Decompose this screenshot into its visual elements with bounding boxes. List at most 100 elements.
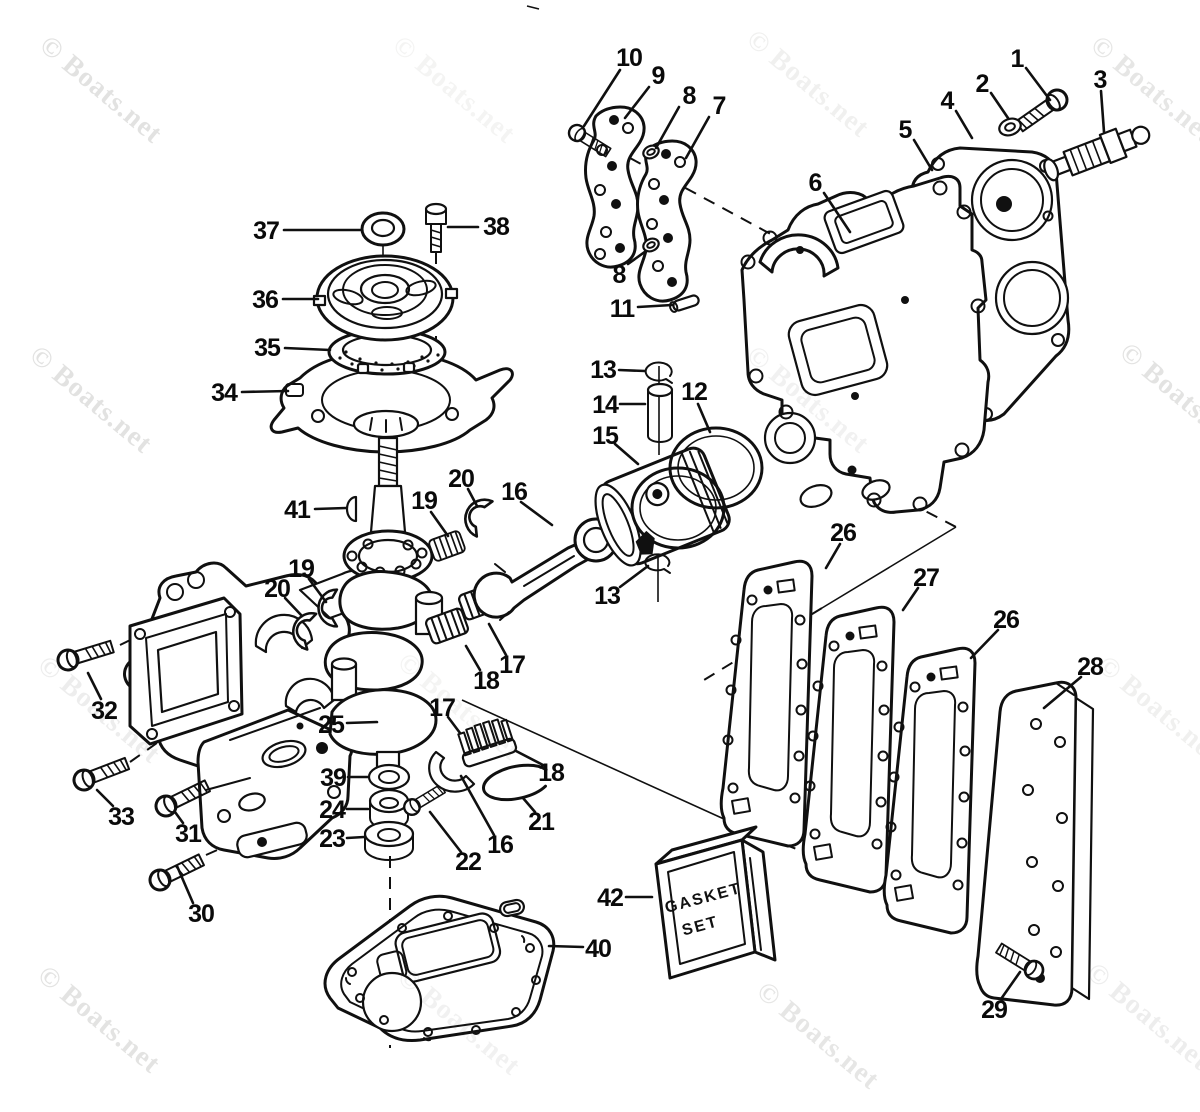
woodruff-key	[345, 495, 358, 523]
leader-line-4-3	[954, 109, 974, 140]
leader-line-18-29	[464, 644, 482, 672]
part-label-20-24: 20	[448, 465, 474, 493]
leader-line-16-38	[459, 774, 496, 837]
watermark-text-6: © Boats.net	[1114, 337, 1200, 457]
part-label-20-27: 20	[264, 575, 290, 603]
part-label-14-13: 14	[592, 391, 619, 419]
part-label-29-49: 29	[981, 996, 1007, 1024]
leader-line-40-43	[547, 944, 585, 949]
part-label-31-41: 31	[175, 820, 202, 848]
spark-plug	[1043, 125, 1151, 182]
dowel-pin	[668, 294, 700, 313]
part-label-21-39: 21	[528, 808, 555, 836]
leader-line-5-4	[912, 138, 934, 172]
part-label-36-19: 36	[252, 286, 278, 314]
leader-line-6-5	[822, 191, 852, 234]
stator-plate	[269, 350, 514, 454]
leader-line-1-0	[1024, 66, 1052, 102]
crankcase-lower-half	[196, 707, 354, 860]
needle-cage-lower	[457, 718, 518, 768]
part-label-5-4: 5	[899, 116, 913, 144]
exhaust-plate	[801, 605, 896, 894]
leader-line-21-39	[521, 796, 537, 814]
leader-line-13-12	[617, 368, 647, 373]
leader-line-29-49	[999, 970, 1022, 1001]
part-label-37-17: 37	[253, 217, 279, 245]
part-label-42-44: 42	[597, 884, 623, 912]
flywheel	[312, 254, 459, 342]
part-label-12-15: 12	[681, 378, 707, 406]
leader-line-20-27	[283, 596, 304, 618]
pin-clip-bottom	[644, 553, 671, 574]
leader-line-10-6	[582, 68, 622, 128]
part-label-35-20: 35	[254, 334, 281, 362]
leader-line-35-20	[283, 346, 332, 352]
watermark-text-9: © Boats.net	[1092, 650, 1200, 770]
part-label-41-22: 41	[284, 496, 311, 524]
leader-line-20-24	[466, 487, 479, 508]
part-label-27-46: 27	[913, 564, 939, 592]
pin-clip-top	[644, 361, 673, 384]
part-label-26-45: 26	[830, 519, 856, 547]
ring-gear	[327, 328, 447, 376]
crankshaft	[323, 436, 444, 779]
piston-rings	[630, 426, 764, 550]
intake-flange	[128, 596, 244, 746]
oil-seal-23	[363, 820, 415, 861]
leader-line-27-46	[901, 586, 920, 612]
piston-pin	[646, 382, 674, 443]
leader-line-19-23	[429, 510, 450, 538]
part-label-18-29: 18	[473, 667, 500, 695]
crankcase-bolt-33	[69, 752, 133, 795]
leader-line-34-21	[240, 389, 290, 394]
part-label-23-36: 23	[319, 825, 345, 853]
leader-line-25-31	[345, 720, 379, 725]
part-label-16-38: 16	[487, 831, 513, 859]
leader-line-2-1	[989, 91, 1010, 120]
exhaust-gasket-inner	[719, 559, 814, 848]
part-label-40-43: 40	[585, 935, 611, 963]
part-label-17-32: 17	[429, 694, 455, 722]
leader-line-17-32	[446, 715, 462, 735]
leader-line-8-8	[654, 105, 681, 150]
part-label-30-42: 30	[188, 900, 214, 928]
leader-line-28-48	[1042, 675, 1083, 710]
bracket-washer-bottom	[642, 237, 660, 253]
base-gasket-plate	[323, 894, 556, 1042]
leader-line-26-47	[969, 628, 1000, 660]
part-label-25-31: 25	[318, 711, 345, 739]
leader-line-32-30	[86, 671, 103, 701]
part-label-13-16: 13	[594, 582, 620, 610]
part-label-38-18: 38	[483, 213, 510, 241]
crankcase-bolt-30	[145, 849, 208, 895]
part-label-8-10: 8	[613, 261, 627, 289]
exhaust-gasket-outer	[882, 646, 977, 935]
oring-39	[367, 763, 411, 791]
head-washer	[998, 117, 1022, 137]
watermark-text-10: © Boats.net	[32, 960, 167, 1080]
part-label-2-1: 2	[976, 70, 989, 98]
part-label-34-21: 34	[211, 379, 238, 407]
leader-line-3-2	[1099, 89, 1106, 134]
part-label-19-23: 19	[411, 487, 437, 515]
leader-line-23-36	[345, 835, 366, 840]
part-label-32-30: 32	[91, 697, 117, 725]
part-label-1-0: 1	[1011, 45, 1025, 73]
gasket-set-box: GASKET SET	[654, 825, 777, 980]
leader-line-31-41	[173, 810, 185, 825]
part-label-39-34: 39	[320, 764, 346, 792]
part-label-33-40: 33	[108, 803, 134, 831]
part-label-8-8: 8	[683, 82, 697, 110]
mount-bracket-right	[636, 139, 698, 303]
crankshaft-seal	[360, 211, 406, 247]
watermark-text-1: © Boats.net	[387, 30, 522, 150]
part-label-24-35: 24	[319, 796, 346, 824]
watermark-text-4: © Boats.net	[24, 340, 159, 460]
part-label-18-33: 18	[538, 759, 565, 787]
part-label-13-12: 13	[590, 356, 616, 384]
part-label-4-3: 4	[941, 87, 955, 115]
part-label-22-37: 22	[455, 848, 481, 876]
part-label-3-2: 3	[1094, 66, 1107, 94]
